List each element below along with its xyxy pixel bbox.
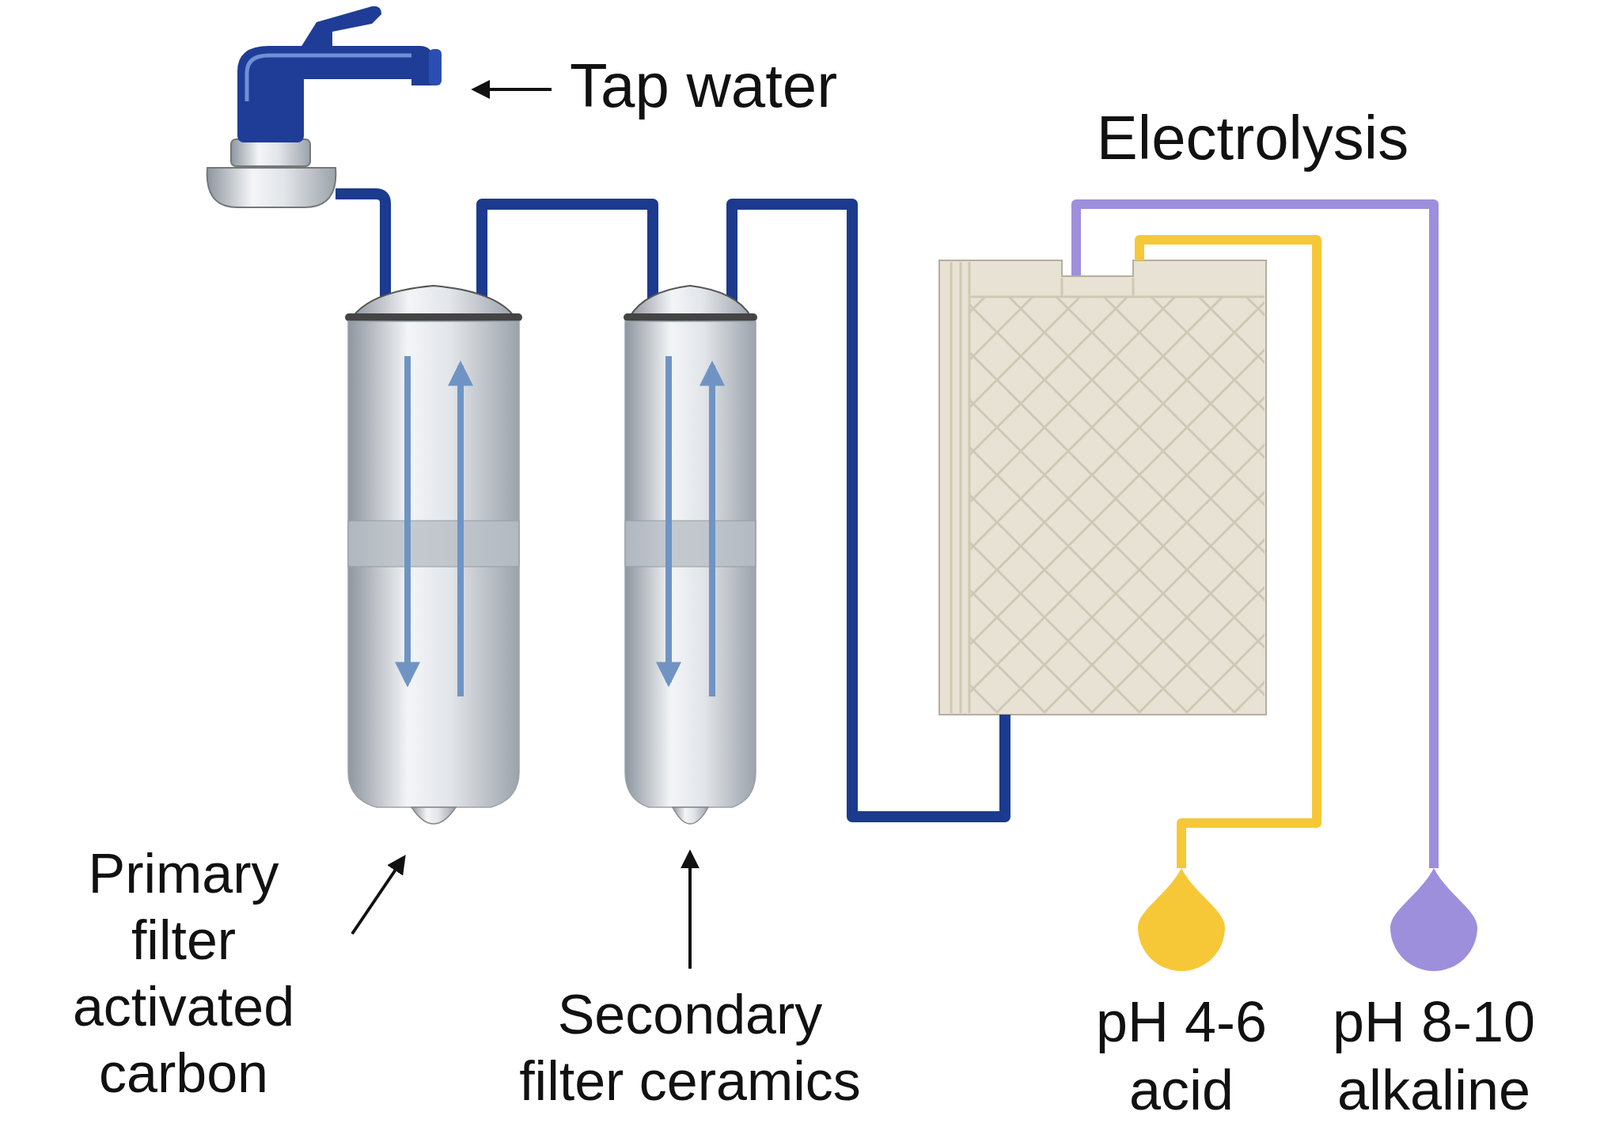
tap-faucet-part — [428, 49, 442, 86]
secondary-filter-cylinder-part — [709, 365, 716, 697]
tap-faucet-part — [335, 193, 386, 216]
tap-faucet-part — [300, 6, 382, 48]
secondary-filter-cylinder-part — [629, 285, 751, 317]
primary-filter-cylinder-part — [345, 313, 523, 322]
electrolysis-cell-part — [959, 261, 963, 713]
filter-leaders-part — [688, 853, 692, 969]
alkaline-drop — [1390, 868, 1478, 971]
secondary-filter-cylinder-part — [672, 807, 709, 824]
primary-filter-cylinder-part — [348, 321, 520, 808]
secondary-filter-cylinder-part — [623, 313, 758, 322]
secondary-filter-cylinder-part — [665, 356, 672, 683]
secondary-filter-cylinder-part — [625, 520, 756, 567]
electrolysis-cell-part — [939, 260, 1267, 715]
acid-drop — [1137, 868, 1225, 971]
secondary-filter-cylinder — [623, 285, 758, 824]
water-pipe — [481, 204, 653, 286]
primary-filter-cylinder-part — [457, 365, 464, 697]
electrolysis-cell — [939, 260, 1267, 715]
secondary-filter-node: Secondary filter ceramics — [620, 285, 761, 838]
electrolysis-cell-part — [969, 296, 1265, 713]
tap-water-leader-part — [474, 87, 552, 91]
primary-filter-node: Primary filter activated carbon — [341, 285, 526, 838]
node-label: Electrolysis — [1015, 101, 1491, 176]
primary-filter-cylinder-part — [404, 356, 411, 683]
node-label: Primary filter activated carbon — [49, 840, 319, 1107]
primary-filter-cylinder-part — [348, 520, 520, 567]
tap-node: Tap water — [197, 3, 444, 214]
water-pipe — [1139, 239, 1317, 869]
tap-faucet-part — [207, 167, 337, 208]
water-pipe — [731, 204, 1005, 817]
acid-drop-part — [1137, 868, 1225, 971]
electrolysis-cell-part — [1132, 277, 1135, 297]
filter-leaders — [352, 853, 691, 969]
secondary-filter-cylinder-part — [625, 321, 756, 808]
electrolysis-cell-part — [969, 295, 1265, 299]
node-label: Tap water — [569, 49, 838, 124]
node-label: pH 4-6 acid — [1062, 987, 1301, 1125]
electrolysis-cell-part — [1061, 277, 1064, 297]
primary-filter-cylinder-part — [411, 807, 456, 824]
electrolysis-node: Electrolysis — [939, 260, 1267, 715]
node-label: Secondary filter ceramics — [511, 981, 869, 1115]
water-pipe — [1076, 204, 1434, 869]
tap-faucet-part — [231, 139, 311, 167]
tap-faucet-part — [246, 55, 412, 102]
electrolysis-cell-part — [968, 261, 971, 713]
alkaline-drop-node: pH 8-10 alkaline — [1390, 868, 1478, 971]
primary-filter-cylinder — [345, 285, 523, 824]
tap-water-leader — [474, 89, 552, 91]
primary-filter-cylinder-part — [352, 285, 515, 317]
tap-faucet — [207, 6, 442, 216]
electrolysis-cell-part — [950, 261, 953, 713]
filter-leaders-part — [352, 857, 404, 934]
water-pipe — [379, 213, 391, 286]
tap-faucet-part — [237, 45, 434, 103]
acid-drop-node: pH 4-6 acid — [1137, 868, 1225, 971]
node-label: pH 8-10 alkaline — [1315, 987, 1553, 1125]
alkaline-drop-part — [1390, 868, 1478, 971]
